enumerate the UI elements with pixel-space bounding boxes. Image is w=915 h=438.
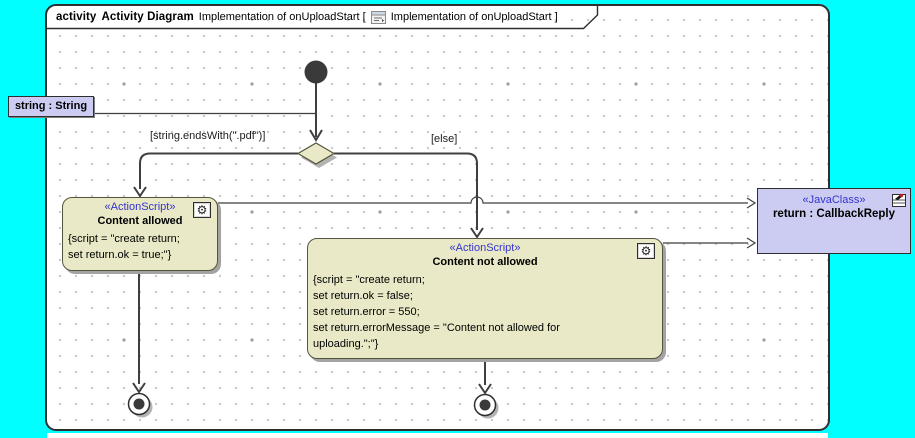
script-line: set return.errorMessage = "Content not a…: [313, 322, 560, 334]
script-line: set return.error = 550;: [313, 306, 420, 318]
open-arrowhead: [746, 237, 757, 249]
action-name: Content allowed: [97, 215, 183, 227]
action-node-content-allowed[interactable]: «ActionScript» ⚙ Content allowed {script…: [62, 197, 218, 271]
initial-node[interactable]: [304, 60, 328, 84]
gear-icon: ⚙: [193, 202, 211, 218]
guard-label-else[interactable]: [else]: [431, 133, 458, 145]
object-node-javaclass[interactable]: «JavaClass» return : CallbackReply: [757, 188, 911, 254]
canvas-bottom-strip: [47, 433, 828, 438]
gear-icon: ⚙: [637, 243, 655, 259]
activity-diagram-icon: [370, 10, 386, 24]
decision-node[interactable]: [296, 142, 336, 165]
frame-name-ref: Implementation of onUploadStart ]: [390, 11, 558, 23]
activity-frame: [45, 4, 830, 431]
edge-decision-to-not-allowed[interactable]: [334, 152, 478, 231]
edge-decision-to-allowed[interactable]: [139, 152, 298, 190]
arrowhead: [478, 383, 492, 395]
script-line: set return.ok = false;: [313, 290, 413, 302]
parameter-node-string[interactable]: string : String: [8, 96, 94, 117]
stereotype-label: «ActionScript»: [104, 201, 176, 213]
frame-keyword: activity: [56, 11, 97, 23]
final-node-2-core: [479, 399, 491, 411]
stereotype-label: «ActionScript»: [449, 242, 521, 254]
frame-title: activity Activity Diagram Implementation…: [56, 9, 558, 25]
script-line: uploading.";"}: [313, 338, 379, 350]
object-node-name: return : CallbackReply: [772, 208, 896, 220]
script-line: set return.ok = true;"}: [68, 249, 172, 261]
action-name: Content not allowed: [432, 256, 538, 268]
frame-name: Implementation of onUploadStart [: [198, 11, 366, 23]
guard-label-pdf[interactable]: [string.endsWith(".pdf")]: [150, 130, 266, 142]
frame-kind: Activity Diagram: [101, 11, 194, 23]
arrowhead: [470, 227, 484, 239]
final-node-1-core: [133, 398, 145, 410]
script-line: {script = "create return;: [68, 233, 180, 245]
action-node-content-not-allowed[interactable]: «ActionScript» ⚙ Content not allowed {sc…: [307, 238, 663, 359]
frame-title-pentagon: [46, 5, 599, 30]
edge-allowed-to-javaclass[interactable]: [218, 196, 748, 204]
stereotype-label: «JavaClass»: [802, 194, 866, 206]
script-line: {script = "create return;: [313, 274, 425, 286]
arrowhead: [133, 186, 147, 198]
arrowhead: [309, 129, 323, 142]
arrowhead: [132, 382, 146, 394]
java-class-icon: [891, 192, 907, 211]
open-arrowhead: [746, 197, 757, 209]
